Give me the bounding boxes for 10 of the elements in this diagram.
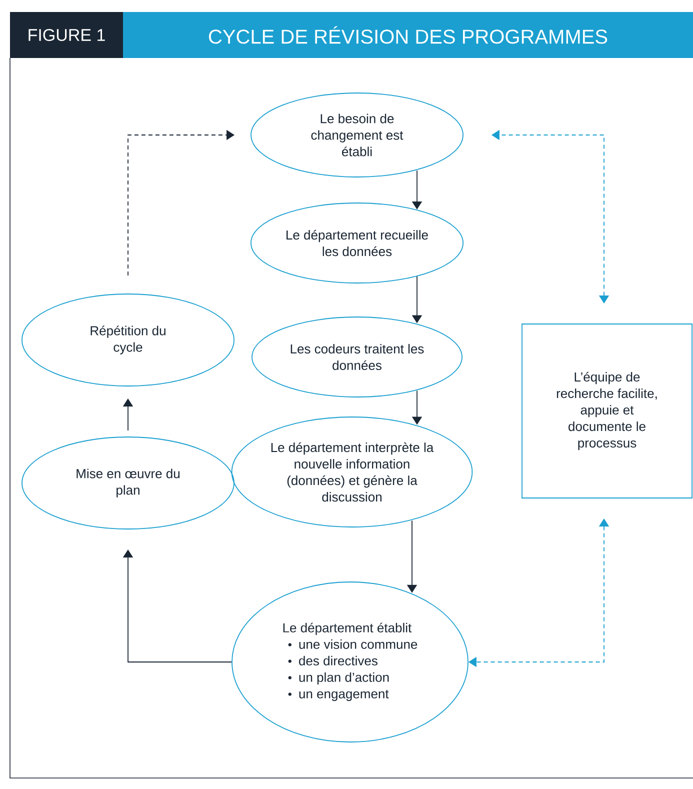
ellipse-node: Répétition du cycle (22, 294, 234, 386)
ellipse-node: Le département établit une vision commune des directives un plan d’action un engagement (232, 582, 468, 742)
ellipse-node: Mise en œuvre du plan (22, 436, 234, 530)
figure-tag: FIGURE 1 (10, 12, 123, 58)
ellipse-node: Le besoin de changement est établi (250, 92, 464, 178)
title-bar: CYCLE DE RÉVISION DES PROGRAMMES (123, 12, 693, 58)
ellipse-node: Le département recueille les données (250, 202, 464, 284)
ellipse-node: Les codeurs traitent les données (252, 316, 462, 398)
ellipse-node: Le département interprète la nouvelle information (données) et génère la discussion (231, 416, 473, 528)
text-box: L’équipe de recherche facilite, appuie et documente le processus (522, 324, 692, 498)
